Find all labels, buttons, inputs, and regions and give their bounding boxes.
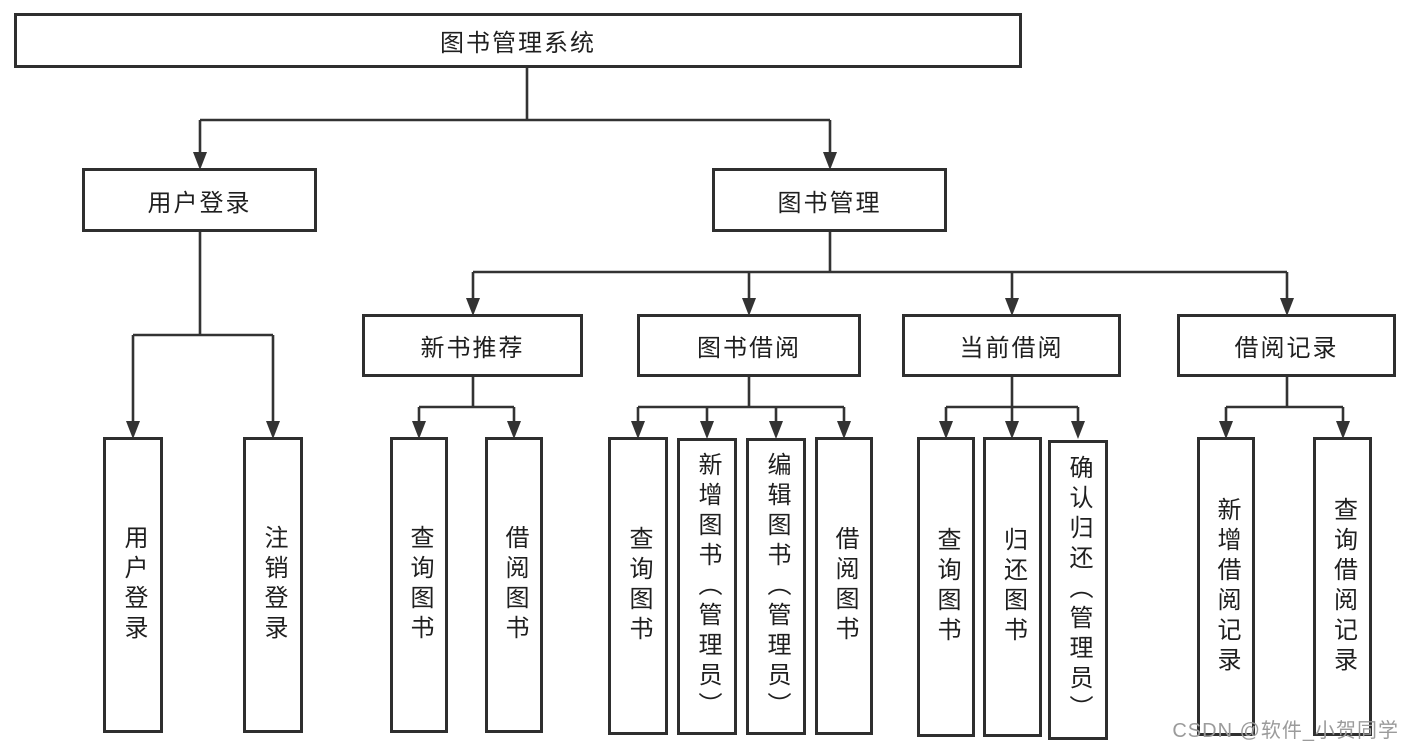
node-category-current-borrow: 当前借阅	[902, 314, 1121, 377]
node-leaf-add-book-admin: 新增图书（管理员）	[677, 438, 737, 735]
node-root-system: 图书管理系统	[14, 13, 1022, 68]
node-leaf-logout: 注销登录	[243, 437, 303, 733]
node-leaf-query-borrow-record: 查询借阅记录	[1313, 437, 1372, 736]
node-category-new-book-recommend: 新书推荐	[362, 314, 583, 377]
node-leaf-query-book-recommend: 查询图书	[390, 437, 448, 733]
node-leaf-confirm-return-admin: 确认归还（管理员）	[1048, 440, 1108, 740]
node-leaf-borrow-book: 借阅图书	[815, 437, 873, 735]
node-category-borrow-record: 借阅记录	[1177, 314, 1396, 377]
node-leaf-query-book-current: 查询图书	[917, 437, 975, 737]
node-leaf-query-book-borrow: 查询图书	[608, 437, 668, 735]
node-leaf-user-login: 用户登录	[103, 437, 163, 733]
node-leaf-edit-book-admin: 编辑图书（管理员）	[746, 438, 806, 735]
node-branch-book-management: 图书管理	[712, 168, 947, 232]
node-category-book-borrow: 图书借阅	[637, 314, 861, 377]
watermark: CSDN @软件_小贺同学	[1172, 720, 1399, 742]
node-branch-user-login: 用户登录	[82, 168, 317, 232]
node-leaf-return-book: 归还图书	[983, 437, 1042, 737]
node-leaf-add-borrow-record: 新增借阅记录	[1197, 437, 1255, 736]
node-leaf-borrow-book-recommend: 借阅图书	[485, 437, 543, 733]
